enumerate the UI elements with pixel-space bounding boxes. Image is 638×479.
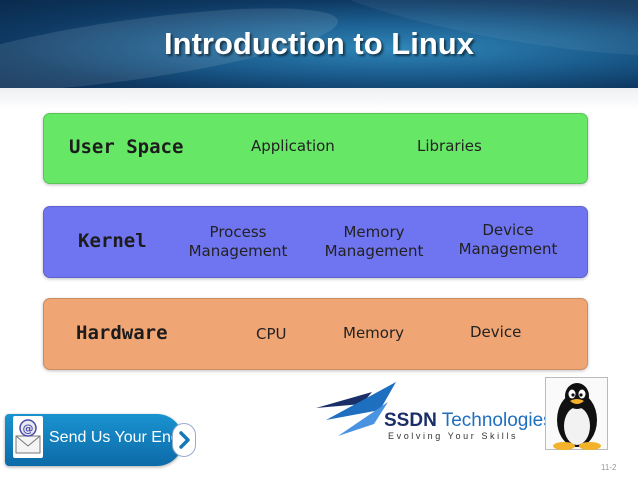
layer-title: User Space <box>69 136 184 158</box>
slide-title: Introduction to Linux <box>164 26 474 61</box>
item-line: Management <box>324 242 424 260</box>
layer-hardware: Hardware CPU Memory Device <box>43 298 588 370</box>
layer-item-device: Device <box>470 323 522 341</box>
tux-penguin-icon <box>545 377 608 450</box>
item-line: Management <box>458 240 558 258</box>
layer-item-device-management: Device Management <box>449 221 567 259</box>
ssdn-tagline: Evolving Your Skills <box>388 431 519 441</box>
header-band <box>0 88 638 110</box>
ssdn-logo-icon <box>316 380 426 444</box>
layer-title: Kernel <box>78 230 147 252</box>
ssdn-logo-svg <box>316 382 396 436</box>
slide-number: 11-2 <box>601 463 617 472</box>
slide-header <box>0 0 638 88</box>
send-enquiry-button[interactable]: @ Send Us Your Enquiry <box>5 414 206 466</box>
layer-user-space: User Space Application Libraries <box>43 113 588 184</box>
layer-item-memory: Memory <box>343 324 405 342</box>
chevron-right-icon-svg <box>179 431 190 449</box>
layer-item-memory-management: Memory Management <box>315 223 433 261</box>
item-line: Management <box>188 242 288 260</box>
layer-item-cpu: CPU <box>256 325 287 343</box>
logo-name-part1: SSDN <box>384 410 437 431</box>
enquiry-label: Send Us Your Enquiry <box>49 429 206 446</box>
layer-item-libraries: Libraries <box>417 137 482 155</box>
item-line: Memory <box>343 223 405 241</box>
layer-item-application: Application <box>251 137 335 155</box>
chevron-right-icon[interactable] <box>172 423 196 457</box>
layer-kernel: Kernel Process Management Memory Managem… <box>43 206 588 278</box>
item-line: Device <box>482 221 534 239</box>
layer-title: Hardware <box>76 322 168 344</box>
layer-item-process-management: Process Management <box>179 223 297 261</box>
ssdn-logo-name: SSDN Technologies <box>384 410 553 432</box>
svg-text:@: @ <box>23 422 34 435</box>
tux-penguin-svg <box>553 383 601 450</box>
logo-name-part2: Technologies <box>436 410 553 431</box>
mail-icon: @ <box>13 416 43 458</box>
item-line: Process <box>209 223 267 241</box>
mail-icon-svg: @ <box>15 419 41 454</box>
